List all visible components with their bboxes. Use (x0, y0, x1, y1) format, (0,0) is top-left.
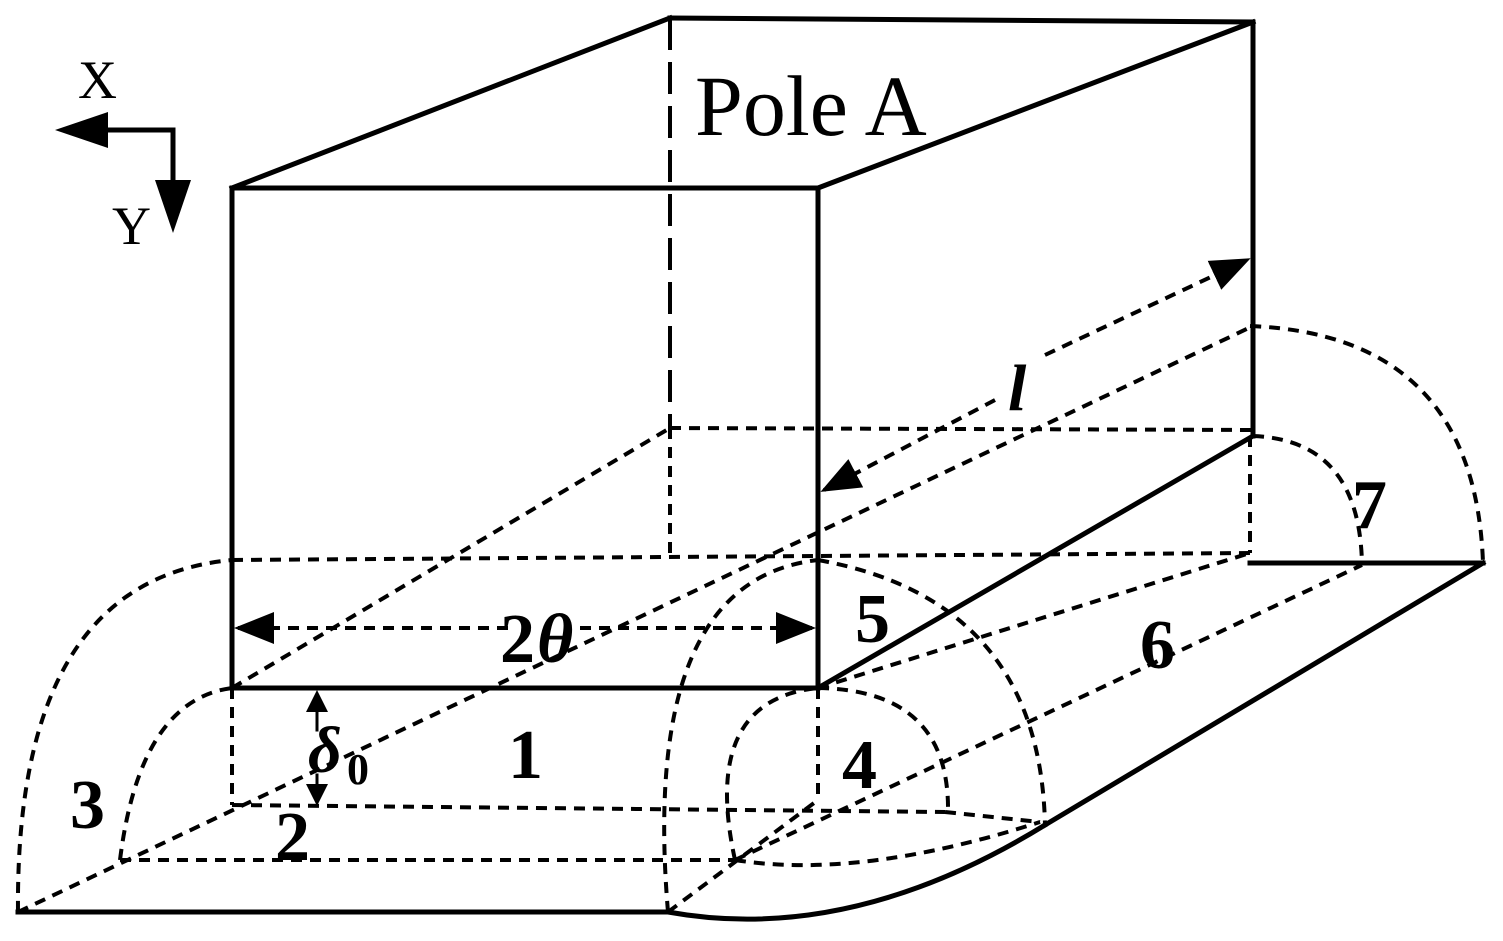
pole-bottom-right-edge (814, 432, 1257, 692)
axis-indicator: X Y (55, 50, 191, 256)
region-2-label: 2 (275, 799, 310, 876)
gap-bottom-edge-end (944, 810, 1041, 824)
arc-inner-left (118, 686, 233, 861)
arc-outer-front-right (817, 558, 1047, 826)
length-dimension-lower (820, 398, 996, 492)
base-right-edge (1041, 559, 1487, 829)
region-3-label: 3 (70, 767, 105, 844)
width-label-two: 2 (500, 601, 535, 678)
fringe-corner-diagonal (666, 798, 820, 914)
hidden-long-diagonal (17, 324, 1254, 914)
arc-inner-bottom (734, 820, 1041, 868)
gap-label-subscript: 0 (347, 745, 369, 794)
region-6-label: 6 (1140, 607, 1175, 684)
hidden-back-top-edge (669, 426, 1254, 432)
fringe-arcs (15, 324, 1485, 913)
length-label: l (1008, 352, 1027, 425)
gap-label-delta: δ (308, 714, 342, 787)
region-1-label: 1 (508, 717, 543, 794)
region-4-label: 4 (842, 727, 877, 804)
width-label-theta: θ (537, 601, 573, 678)
pole-box (228, 14, 1257, 692)
gap-arrow-down (306, 784, 328, 806)
arc-inner-back (1252, 434, 1364, 566)
axis-y-label: Y (112, 196, 151, 256)
base-slab (15, 559, 1487, 922)
y-axis-arrowhead (155, 180, 191, 233)
gap-label: δ 0 (308, 714, 369, 794)
dimensions (234, 258, 1251, 806)
base-front-curve (665, 821, 1049, 922)
gap-arrow-up (306, 690, 328, 712)
hidden-back-bottom-edge (231, 551, 1251, 562)
width-label: 2 θ (500, 601, 573, 678)
arc-inner-front (725, 686, 819, 861)
fringe-inner-diagonal (734, 563, 1363, 862)
hidden-left-diagonal (230, 426, 672, 690)
arc-outer-front (662, 558, 819, 913)
arc-outer-back (1249, 324, 1485, 564)
axis-x-label: X (78, 50, 117, 110)
length-dimension-upper (1044, 258, 1251, 357)
pole-label: Pole A (695, 58, 927, 154)
pole-top-back-edge (667, 15, 1256, 25)
x-axis-arrowhead (55, 112, 108, 148)
arc-inner-front-right (817, 686, 951, 813)
hidden-lines (17, 324, 1363, 914)
pole-top-left-edge (228, 14, 674, 192)
region-7-label: 7 (1352, 467, 1387, 544)
gap-bottom-edge (231, 803, 946, 814)
arc-outer-left (15, 558, 233, 913)
region-5-label: 5 (855, 581, 890, 658)
pole-top-right-edge (814, 18, 1257, 192)
